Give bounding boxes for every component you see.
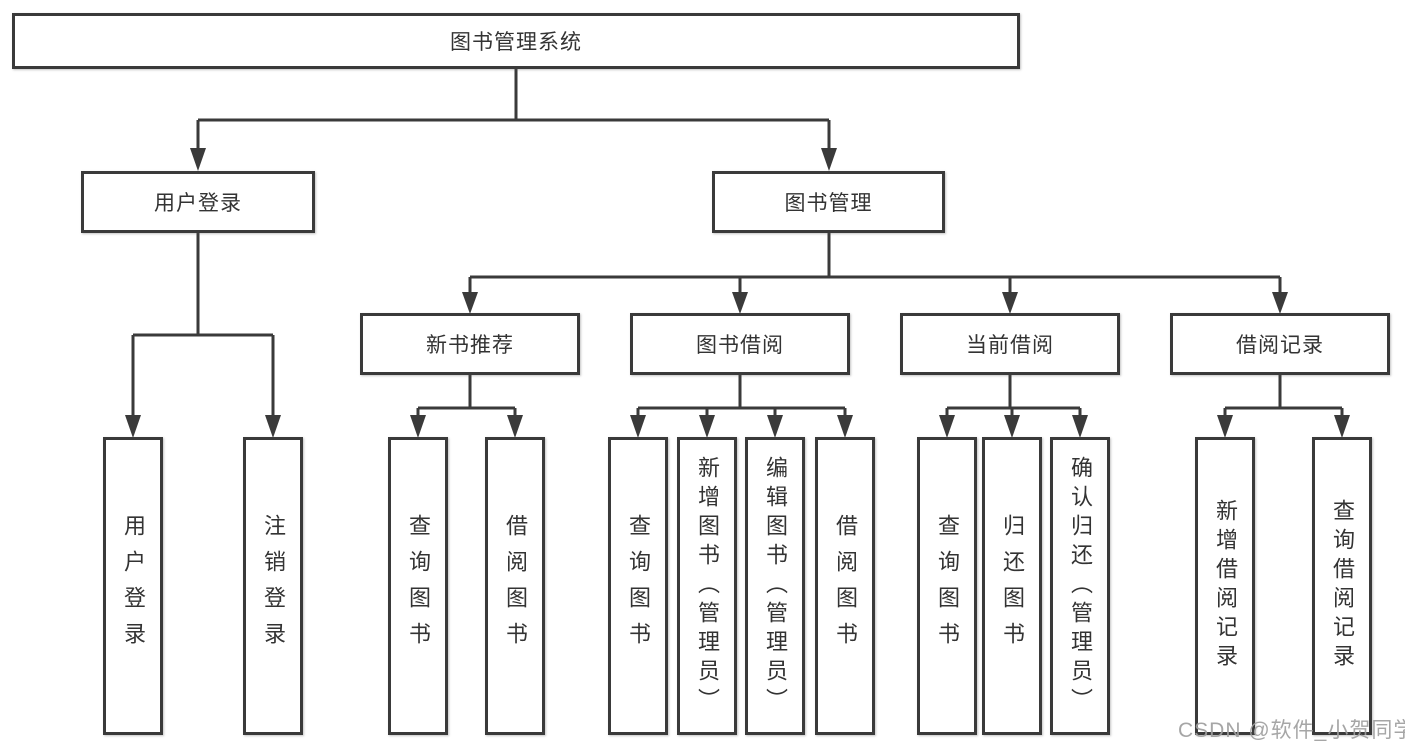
node-book-borrowing: 图书借阅	[630, 313, 850, 375]
node-label: 查询借阅记录	[1330, 499, 1355, 673]
node-leaf-search-book: 查询图书	[917, 437, 977, 735]
arrowheads	[125, 148, 1350, 438]
node-label: 注销登录	[261, 514, 286, 658]
node-leaf-search-borrow-record: 查询借阅记录	[1312, 437, 1372, 735]
node-label: 确认归还（管理员）	[1068, 455, 1093, 717]
node-leaf-edit-book-admin: 编辑图书（管理员）	[745, 437, 805, 735]
node-label: 借阅图书	[503, 514, 528, 658]
node-label: 查询图书	[406, 514, 431, 658]
node-book-management: 图书管理	[712, 171, 945, 233]
node-leaf-add-book-admin: 新增图书（管理员）	[677, 437, 737, 735]
node-leaf-borrow-book: 借阅图书	[815, 437, 875, 735]
node-label: 新增图书（管理员）	[695, 455, 720, 717]
node-leaf-search-book: 查询图书	[388, 437, 448, 735]
node-leaf-logout: 注销登录	[243, 437, 303, 735]
node-leaf-borrow-book: 借阅图书	[485, 437, 545, 735]
node-label: 图书借阅	[696, 334, 784, 357]
node-label: 借阅记录	[1236, 334, 1324, 357]
node-label: 当前借阅	[966, 334, 1054, 357]
node-label: 编辑图书（管理员）	[763, 455, 788, 717]
node-label: 图书管理	[784, 192, 873, 215]
node-label: 借阅图书	[833, 514, 858, 658]
node-label: 查询图书	[626, 514, 651, 658]
node-leaf-confirm-return-admin: 确认归还（管理员）	[1050, 437, 1110, 735]
node-leaf-user-login: 用户登录	[103, 437, 163, 735]
node-label: 查询图书	[935, 514, 960, 658]
node-new-book-recommendation: 新书推荐	[360, 313, 580, 375]
node-label: 新书推荐	[426, 334, 514, 357]
node-label: 用户登录	[121, 514, 146, 658]
node-leaf-add-borrow-record: 新增借阅记录	[1195, 437, 1255, 735]
node-leaf-search-book: 查询图书	[608, 437, 668, 735]
node-borrowing-records: 借阅记录	[1170, 313, 1390, 375]
csdn-watermark: CSDN @软件_小贺同学	[1178, 719, 1405, 742]
node-leaf-return-book: 归还图书	[982, 437, 1042, 735]
node-user-login: 用户登录	[81, 171, 315, 233]
node-label: 图书管理系统	[450, 31, 582, 54]
node-label: 新增借阅记录	[1213, 499, 1238, 673]
node-label: 用户登录	[154, 192, 242, 215]
node-library-management-system: 图书管理系统	[12, 13, 1020, 69]
node-current-borrowing: 当前借阅	[900, 313, 1120, 375]
node-label: 归还图书	[1000, 514, 1025, 658]
